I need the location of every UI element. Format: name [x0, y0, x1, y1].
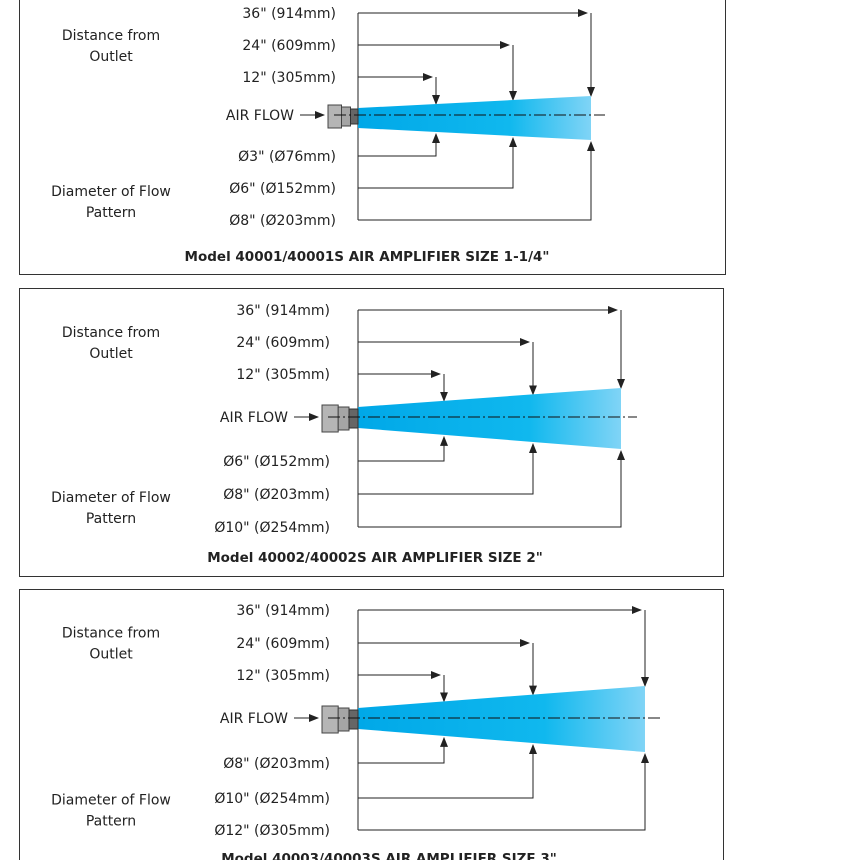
distance-label: 24" (609mm) [242, 38, 336, 54]
side-diameter-label: Diameter of Flow [51, 793, 171, 809]
nozzle-icon [321, 404, 339, 433]
distance-label: 24" (609mm) [236, 335, 330, 351]
diameter-bottom-arrow [358, 450, 625, 528]
side-distance-label: Outlet [89, 49, 133, 65]
diameter-bottom-arrow [358, 736, 448, 764]
nozzle-outlet [348, 408, 359, 429]
diameter-bottom-arrow [358, 442, 537, 495]
diameter-label: Ø3" (Ø76mm) [238, 149, 336, 165]
distance-label: 12" (305mm) [236, 367, 330, 383]
panel-border [19, 288, 724, 577]
side-distance-label: Distance from [62, 28, 160, 44]
side-diameter-label: Pattern [86, 511, 136, 527]
panel-border [19, 0, 726, 275]
nozzle-icon [321, 705, 339, 734]
air-flow-label: AIR FLOW [226, 108, 294, 124]
side-distance-label: Distance from [62, 626, 160, 642]
model-title: Model 40002/40002S AIR AMPLIFIER SIZE 2" [207, 550, 543, 566]
diameter-label: Ø12" (Ø305mm) [214, 823, 330, 839]
nozzle-outlet [348, 709, 359, 730]
side-diameter-label: Pattern [86, 205, 136, 221]
side-diameter-label: Diameter of Flow [51, 184, 171, 200]
side-distance-label: Outlet [89, 346, 133, 362]
side-distance-label: Outlet [89, 647, 133, 663]
nozzle-outlet [350, 108, 359, 125]
diameter-label: Ø10" (Ø254mm) [214, 791, 330, 807]
diameter-label: Ø6" (Ø152mm) [223, 454, 330, 470]
diameter-label: Ø10" (Ø254mm) [214, 520, 330, 536]
nozzle-body [337, 707, 350, 732]
side-diameter-label: Pattern [86, 814, 136, 830]
nozzle-body [341, 106, 351, 127]
diameter-label: Ø8" (Ø203mm) [229, 213, 336, 229]
air-flow-cone [358, 686, 645, 752]
air-flow-label: AIR FLOW [220, 410, 288, 426]
nozzle-body [337, 406, 350, 431]
diameter-label: Ø8" (Ø203mm) [223, 756, 330, 772]
panel-border [19, 589, 724, 860]
distance-label: 12" (305mm) [242, 70, 336, 86]
air-flow-cone [358, 388, 621, 449]
diameter-bottom-arrow [358, 141, 595, 221]
model-title: Model 40003/40003S AIR AMPLIFIER SIZE 3" [221, 851, 557, 860]
air-flow-label: AIR FLOW [220, 711, 288, 727]
diameter-bottom-arrow [358, 435, 448, 462]
model-title: Model 40001/40001S AIR AMPLIFIER SIZE 1-… [185, 249, 550, 265]
side-diameter-label: Diameter of Flow [51, 490, 171, 506]
diameter-bottom-arrow [358, 744, 537, 799]
air-flow-cone [358, 96, 591, 140]
side-distance-label: Distance from [62, 325, 160, 341]
diameter-bottom-arrow [358, 753, 649, 831]
diameter-label: Ø8" (Ø203mm) [223, 487, 330, 503]
diameter-bottom-arrow [358, 136, 517, 189]
nozzle-icon [327, 104, 342, 129]
distance-label: 36" (914mm) [236, 303, 330, 319]
distance-label: 36" (914mm) [242, 6, 336, 22]
distance-label: 12" (305mm) [236, 668, 330, 684]
diameter-bottom-arrow [358, 133, 440, 157]
distance-label: 24" (609mm) [236, 636, 330, 652]
diameter-label: Ø6" (Ø152mm) [229, 181, 336, 197]
distance-label: 36" (914mm) [236, 603, 330, 619]
